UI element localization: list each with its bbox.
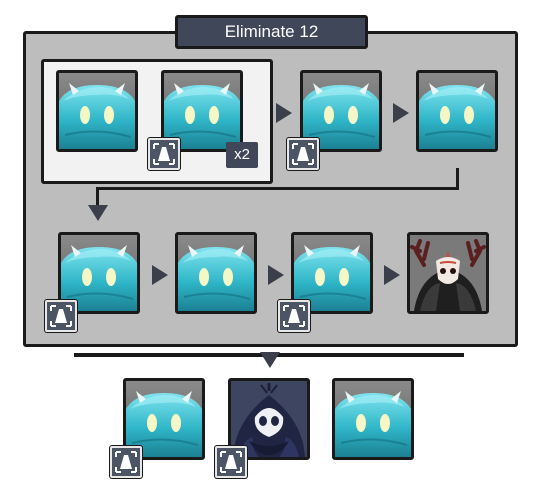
arrow-right-icon: [382, 263, 402, 287]
enemy-tile-slime-4[interactable]: [416, 70, 498, 152]
slime-icon: [419, 73, 495, 149]
arrow-down-icon: [86, 203, 110, 223]
arrow-right-icon: [391, 101, 411, 125]
class-badge-icon: [45, 300, 77, 332]
arrow-right-icon: [150, 263, 170, 287]
class-badge-icon: [287, 138, 319, 170]
slime-icon: [335, 381, 411, 457]
class-badge-icon: [278, 300, 310, 332]
enemy-tile-boss[interactable]: [407, 232, 489, 314]
class-badge-icon: [148, 138, 180, 170]
slime-icon: [178, 235, 254, 311]
reward-tile-slime[interactable]: [332, 378, 414, 460]
enemy-tile-slime-1[interactable]: [56, 70, 138, 152]
reward-tile-slime[interactable]: [123, 378, 205, 460]
slime-icon: [59, 73, 135, 149]
connector-line: [96, 187, 99, 205]
class-badge-icon: [215, 446, 247, 478]
enemy-tile-slime-2[interactable]: [161, 70, 243, 152]
connector-line: [456, 168, 459, 190]
antler-mask-boss-icon: [410, 235, 486, 311]
enemy-count-badge: x2: [226, 142, 258, 168]
arrow-down-icon: [258, 350, 282, 370]
arrow-right-icon: [266, 263, 286, 287]
connector-line: [96, 187, 459, 190]
stage-title: Eliminate 12: [224, 22, 319, 41]
class-badge-icon: [110, 446, 142, 478]
arrow-right-icon: [274, 101, 294, 125]
enemy-tile-slime-6[interactable]: [175, 232, 257, 314]
stage-title-bar: Eliminate 12: [175, 15, 368, 49]
